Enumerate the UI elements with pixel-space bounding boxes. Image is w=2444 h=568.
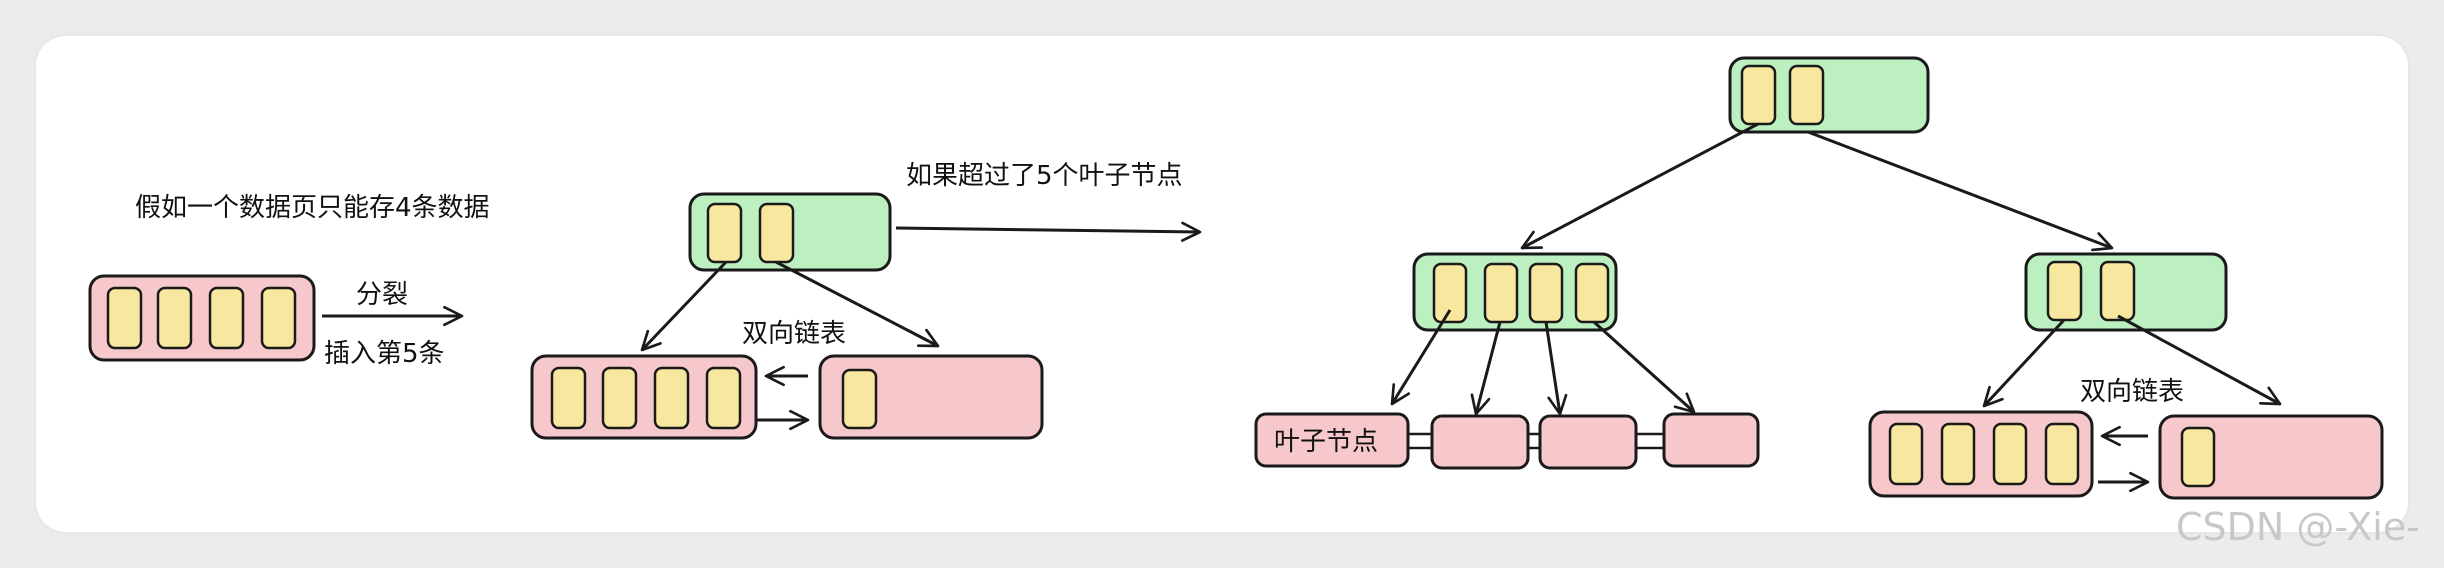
- leaf-node: [1254, 412, 1410, 468]
- record-slot: [841, 368, 878, 430]
- leaf-node: [1538, 414, 1638, 470]
- key-slot: [1574, 262, 1610, 324]
- stage3-leaf-chain: [1254, 412, 1760, 470]
- record-slot: [2044, 422, 2080, 486]
- doubly-linked-label-1: 双向链表: [742, 319, 846, 349]
- stage3-right-leaf-new: [2158, 414, 2384, 500]
- over-five-leaves-label: 如果超过了5个叶子节点: [906, 161, 1183, 191]
- leaf-node: [1430, 414, 1530, 470]
- watermark: CSDN @-Xie-: [2176, 505, 2420, 549]
- child-arrow: [1520, 122, 1759, 250]
- record-slot: [260, 286, 297, 350]
- record-slot: [1940, 422, 1976, 486]
- split-label: 分裂: [356, 280, 408, 310]
- record-slot: [550, 366, 587, 430]
- child-arrow: [1470, 321, 1502, 416]
- record-slot: [2180, 426, 2216, 488]
- child-arrow: [1807, 130, 2114, 252]
- child-arrow: [1544, 321, 1568, 416]
- key-slot: [1740, 64, 1777, 126]
- record-slot: [653, 366, 690, 430]
- leaf-nodes-label: 叶子节点: [1274, 427, 1378, 457]
- record-slot: [1992, 422, 2028, 486]
- child-arrow: [640, 260, 728, 352]
- child-arrow: [1982, 318, 2066, 408]
- record-slot: [601, 366, 638, 430]
- stage3-left-internal-node: [1412, 252, 1618, 332]
- assumption-label: 假如一个数据页只能存4条数据: [135, 193, 490, 223]
- key-slot: [1483, 262, 1519, 324]
- insert-fifth-label: 插入第5条: [324, 339, 445, 369]
- key-slot: [1528, 262, 1564, 324]
- stage3-right-leaf-full: [1868, 410, 2094, 498]
- child-arrow: [1592, 320, 1696, 414]
- record-slot: [156, 286, 193, 350]
- record-slot: [208, 286, 245, 350]
- child-arrow: [775, 260, 940, 348]
- stage2-left-leaf: [530, 354, 758, 440]
- stage3-right-internal-node: [2024, 252, 2228, 332]
- stage2-right-leaf: [818, 354, 1044, 440]
- record-slot: [106, 286, 143, 350]
- stage3-root-node: [1728, 56, 1930, 134]
- child-arrow: [1390, 309, 1452, 406]
- key-slot: [2099, 260, 2136, 322]
- key-slot: [758, 202, 795, 264]
- leaf-node: [1662, 412, 1760, 468]
- stage2-root-node: [688, 192, 892, 272]
- record-slot: [705, 366, 742, 430]
- transition-arrow: [895, 221, 1202, 242]
- child-arrow: [2117, 314, 2282, 406]
- initial-leaf-page: [88, 274, 316, 362]
- key-slot: [1432, 262, 1468, 324]
- doubly-linked-label-2: 双向链表: [2080, 377, 2184, 407]
- record-slot: [1888, 422, 1924, 486]
- key-slot: [706, 202, 743, 264]
- key-slot: [2046, 260, 2083, 322]
- key-slot: [1788, 64, 1825, 126]
